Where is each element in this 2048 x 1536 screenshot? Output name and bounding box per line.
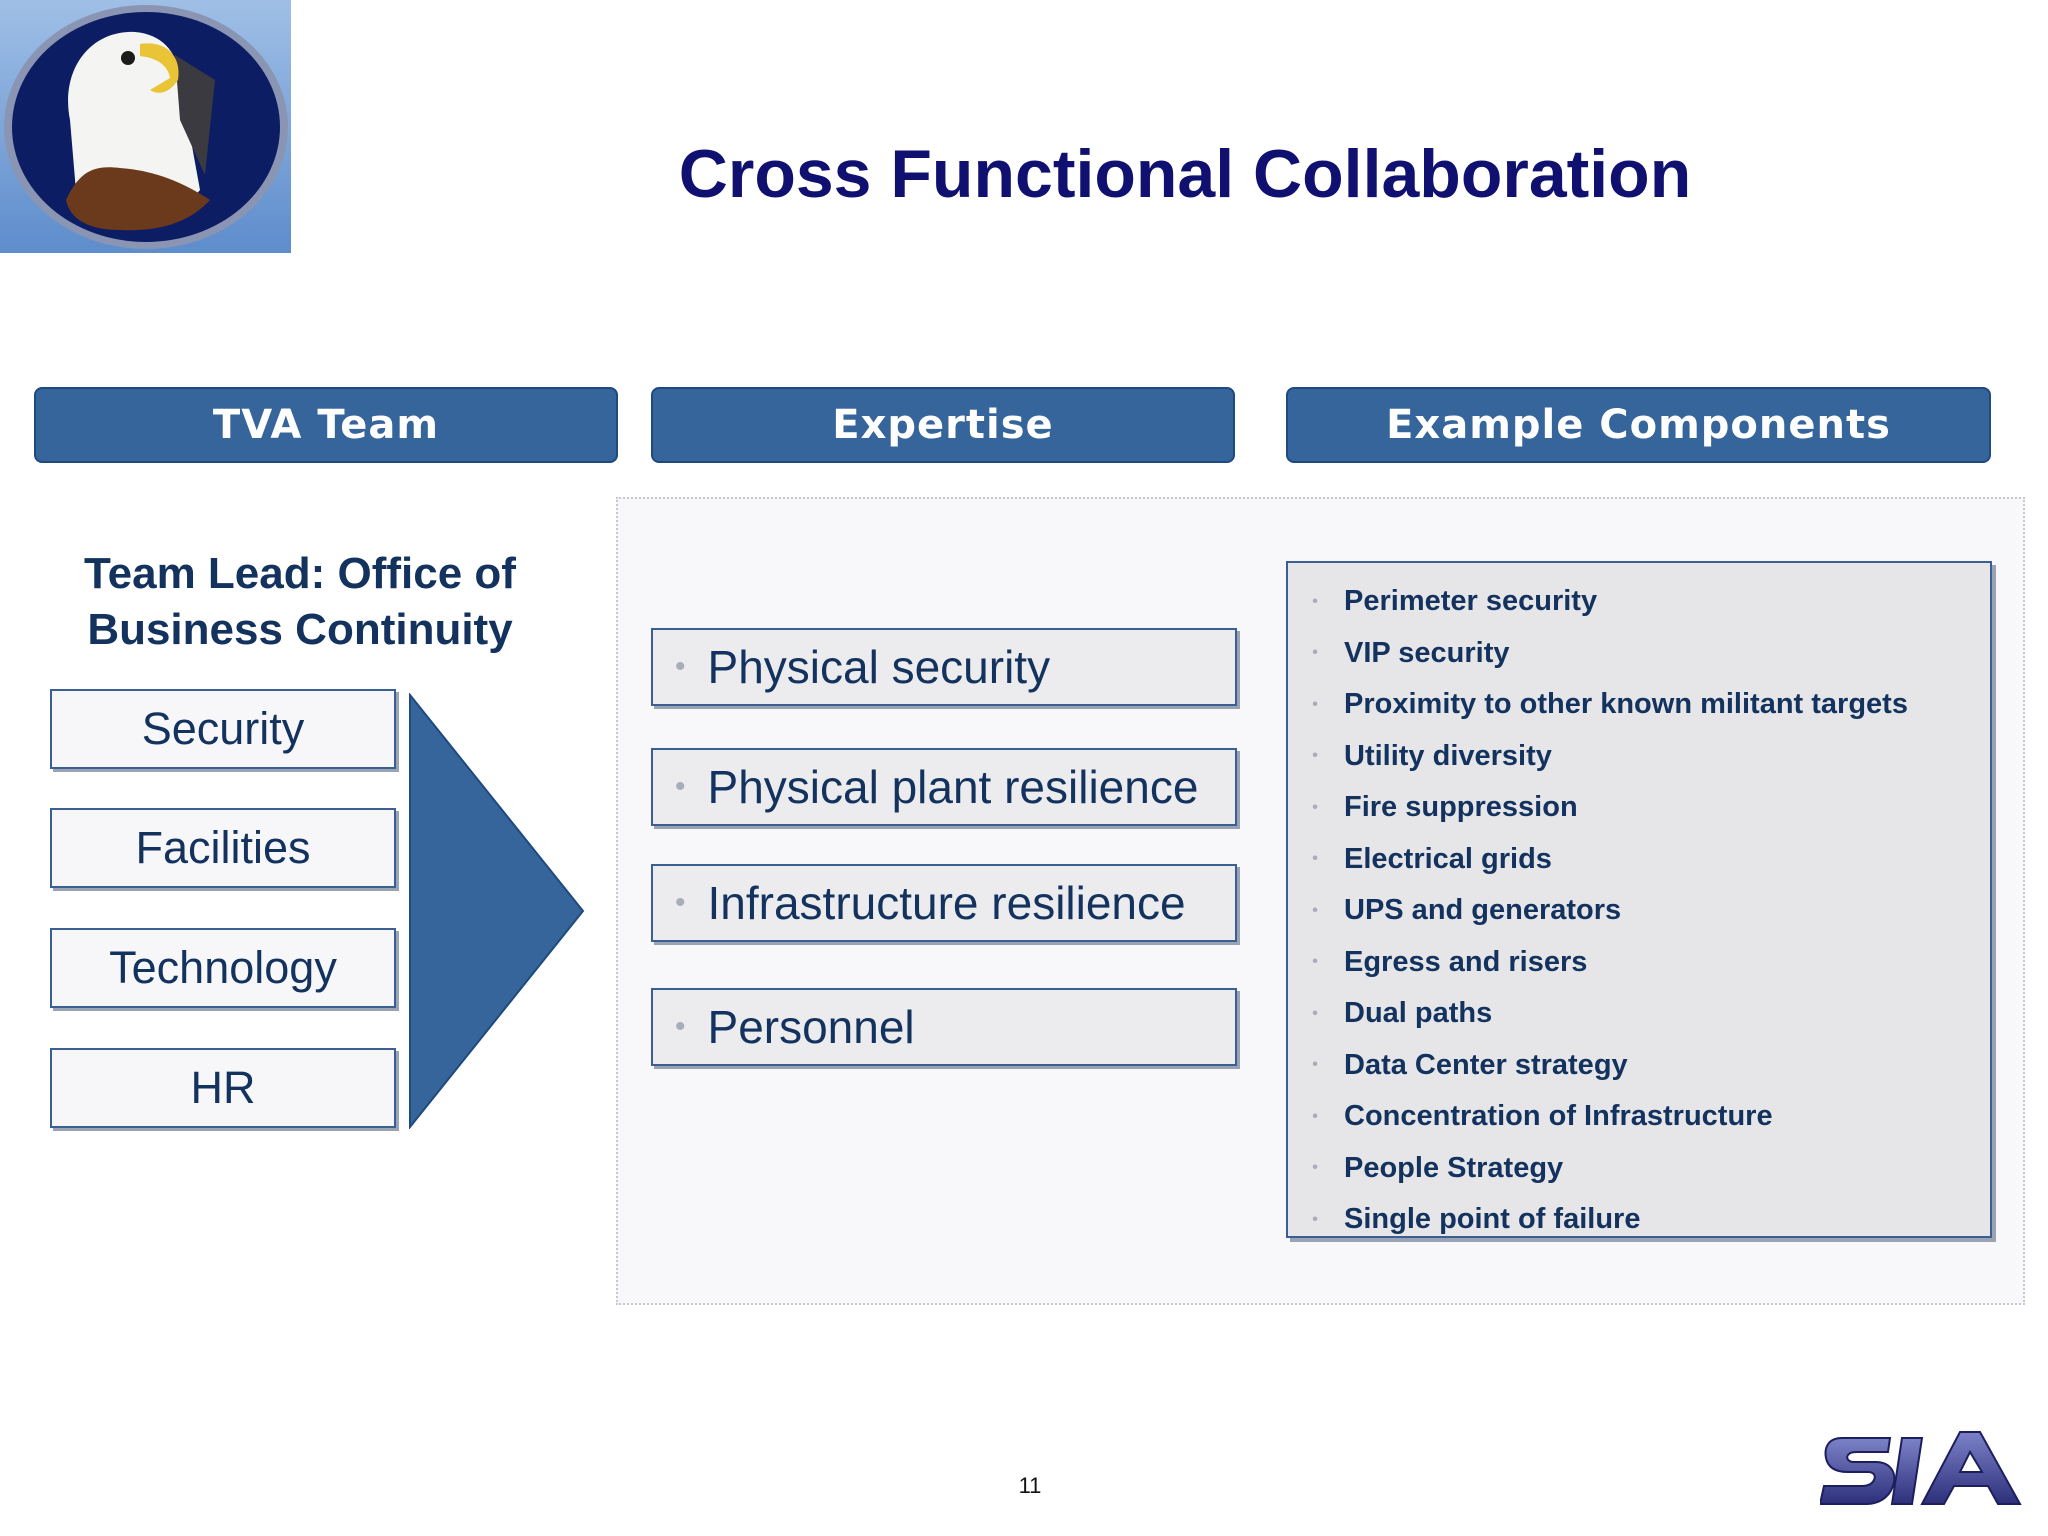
list-item: • Data Center strategy: [1288, 1040, 1990, 1092]
component-label: Single point of failure: [1344, 1203, 1641, 1236]
bullet-icon: •: [1312, 798, 1318, 816]
list-item: • UPS and generators: [1288, 885, 1990, 937]
expertise-item: • Physical plant resilience: [651, 748, 1237, 826]
list-item: • Egress and risers: [1288, 937, 1990, 989]
bullet-icon: •: [1312, 1004, 1318, 1022]
slide-title: Cross Functional Collaboration: [678, 136, 1692, 212]
component-label: UPS and generators: [1344, 894, 1622, 927]
component-label: Proximity to other known militant target…: [1344, 688, 1908, 721]
expertise-label: Physical plant resilience: [707, 761, 1199, 813]
list-item: • Fire suppression: [1288, 782, 1990, 834]
bullet-icon: •: [1312, 1107, 1318, 1125]
bullet-icon: •: [1312, 953, 1318, 971]
expertise-item: • Infrastructure resilience: [651, 864, 1237, 942]
bullet-icon: •: [675, 650, 686, 683]
list-item: • Single point of failure: [1288, 1194, 1990, 1246]
component-label: Egress and risers: [1344, 945, 1588, 978]
list-item: • VIP security: [1288, 628, 1990, 680]
bullet-icon: •: [675, 770, 686, 803]
list-item: • People Strategy: [1288, 1143, 1990, 1195]
bullet-icon: •: [1312, 592, 1318, 610]
list-item: • Electrical grids: [1288, 834, 1990, 886]
team-lead-label: Team Lead: Office of Business Continuity: [84, 549, 516, 654]
page-number: 11: [1018, 1473, 1042, 1498]
bullet-icon: •: [1312, 1056, 1318, 1074]
header-expertise: Expertise: [651, 387, 1235, 463]
bullet-icon: •: [1312, 1210, 1318, 1228]
expertise-item: • Physical security: [651, 628, 1237, 706]
expertise-label: Infrastructure resilience: [707, 877, 1186, 929]
bullet-icon: •: [1312, 850, 1318, 868]
team-box-security: Security: [50, 689, 396, 769]
bullet-icon: •: [1312, 695, 1318, 713]
component-label: Utility diversity: [1344, 739, 1552, 772]
component-label: VIP security: [1344, 636, 1510, 669]
team-box-technology: Technology: [50, 928, 396, 1008]
header-tva-team: TVA Team: [34, 387, 618, 463]
list-item: • Proximity to other known militant targe…: [1288, 679, 1990, 731]
component-label: Concentration of Infrastructure: [1344, 1100, 1773, 1133]
bullet-icon: •: [675, 1010, 686, 1043]
bullet-icon: •: [1312, 747, 1318, 765]
list-item: • Utility diversity: [1288, 731, 1990, 783]
team-box-hr: HR: [50, 1048, 396, 1128]
expertise-label: Physical security: [707, 641, 1051, 693]
list-item: • Perimeter security: [1288, 576, 1990, 628]
component-label: Fire suppression: [1344, 791, 1578, 824]
component-label: People Strategy: [1344, 1151, 1564, 1184]
sia-logo: [1818, 1424, 2025, 1519]
component-label: Electrical grids: [1344, 842, 1552, 875]
expertise-label: Personnel: [707, 1001, 915, 1053]
components-list: • Perimeter security • VIP security • Proxi…: [1286, 561, 1992, 1238]
component-label: Dual paths: [1344, 997, 1493, 1030]
team-box-facilities: Facilities: [50, 808, 396, 888]
component-label: Data Center strategy: [1344, 1048, 1628, 1081]
bullet-icon: •: [675, 886, 686, 919]
list-item: • Dual paths: [1288, 988, 1990, 1040]
eagle-logo: [0, 0, 291, 253]
list-item: • Concentration of Infrastructure: [1288, 1091, 1990, 1143]
bullet-icon: •: [1312, 1159, 1318, 1177]
expertise-item: • Personnel: [651, 988, 1237, 1066]
bullet-icon: •: [1312, 644, 1318, 662]
bullet-icon: •: [1312, 901, 1318, 919]
header-example-components: Example Components: [1286, 387, 1991, 463]
component-label: Perimeter security: [1344, 585, 1598, 618]
right-arrow-icon: [408, 692, 588, 1130]
